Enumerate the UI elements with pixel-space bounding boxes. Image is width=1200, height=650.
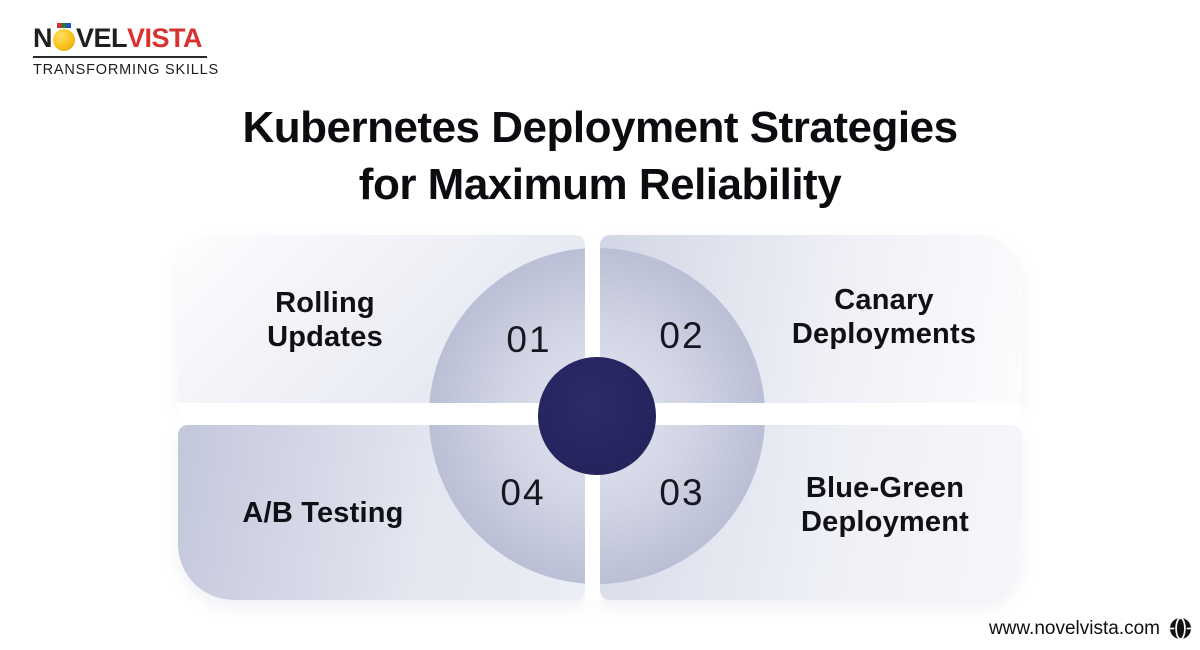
- step-number-04: 04: [500, 472, 546, 513]
- label-line: Rolling: [275, 287, 375, 319]
- logo-tagline: TRANSFORMING SKILLS: [33, 62, 220, 78]
- label-canary-deployments: Canary Deployments: [792, 283, 976, 351]
- label-line: Deployments: [791, 318, 977, 350]
- label-line: Updates: [267, 321, 383, 353]
- label-blue-green-deployment: Blue-Green Deployment: [801, 471, 969, 539]
- label-rolling-updates: Rolling Updates: [267, 286, 383, 354]
- label-line: Canary: [834, 284, 934, 316]
- center-circle: [538, 357, 656, 475]
- label-line: Blue-Green: [805, 472, 965, 504]
- website-url: www.novelvista.com: [988, 617, 1160, 639]
- step-number-01: 01: [506, 319, 552, 360]
- logo-divider: [33, 56, 207, 58]
- step-number-03: 03: [659, 472, 705, 513]
- label-ab-testing: A/B Testing: [242, 496, 403, 530]
- label-line: A/B Testing: [242, 497, 404, 529]
- novelvista-logo: N VEL VISTA TRANSFORMING SKILLS: [33, 23, 220, 78]
- rgb-stripe-icon: [57, 23, 71, 28]
- logo-text-black: VEL: [76, 23, 128, 53]
- logo-text-red: VISTA: [127, 23, 203, 53]
- globe-icon: [1169, 617, 1192, 640]
- yellow-ball-icon: [53, 23, 75, 51]
- label-line: Deployment: [801, 506, 969, 538]
- page-title-line2: for Maximum Reliability: [358, 160, 842, 209]
- logo-text-black: N: [33, 23, 53, 53]
- page-title: Kubernetes Deployment Strategies for Max…: [0, 99, 1200, 213]
- logo-wordmark: N VEL VISTA: [33, 23, 219, 53]
- page-title-line1: Kubernetes Deployment Strategies: [242, 103, 958, 152]
- step-number-02: 02: [659, 315, 705, 356]
- footer: www.novelvista.com: [989, 617, 1192, 640]
